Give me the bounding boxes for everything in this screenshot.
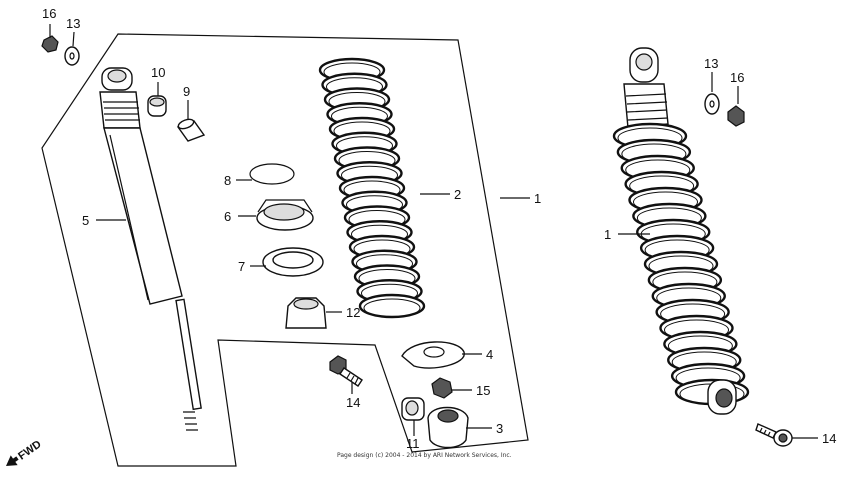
bolt-part-14-mid[interactable]	[329, 355, 363, 387]
assembled-shock-part-1[interactable]	[612, 47, 750, 415]
lower-clevis-part-3[interactable]	[427, 406, 469, 449]
callout-9: 9	[183, 84, 190, 99]
bushing-part-11[interactable]	[401, 397, 425, 421]
lower-seat-part-4[interactable]	[401, 341, 465, 369]
callout-3: 3	[496, 421, 503, 436]
spring-part-2[interactable]	[318, 57, 426, 319]
callout-1-right: 1	[604, 227, 611, 242]
spring-seat-part-6[interactable]	[256, 199, 314, 231]
callout-12: 12	[346, 305, 360, 320]
callout-2: 2	[454, 187, 461, 202]
callout-6: 6	[224, 209, 231, 224]
nut-part-16-right[interactable]	[727, 105, 745, 127]
callout-13-right: 13	[704, 56, 718, 71]
fwd-label: FWD	[16, 438, 43, 462]
bolt-part-14-right[interactable]	[755, 423, 793, 447]
callout-7: 7	[238, 259, 245, 274]
callout-13-left: 13	[66, 16, 80, 31]
bump-rubber-part-12[interactable]	[285, 297, 327, 329]
collar-part-9[interactable]	[176, 118, 206, 142]
callout-16-right: 16	[730, 70, 744, 85]
spring-seat-part-7[interactable]	[262, 247, 324, 277]
callout-1-left: 1	[534, 191, 541, 206]
callout-11: 11	[406, 436, 420, 451]
washer-part-13-left[interactable]	[64, 46, 80, 66]
callout-15: 15	[476, 383, 490, 398]
circlip-part-8[interactable]	[249, 163, 295, 185]
callout-14-right: 14	[822, 431, 836, 446]
callout-10: 10	[151, 65, 165, 80]
shock-body-part-5[interactable]	[99, 67, 202, 431]
callout-5: 5	[82, 213, 89, 228]
bushing-part-10[interactable]	[147, 95, 167, 117]
leader-lines	[49, 24, 818, 439]
callout-labels: 16 13 10 9 8 6 7 12 5 2 1 4 15 3 11 14 1…	[42, 6, 836, 451]
callout-14-mid: 14	[346, 395, 360, 410]
callout-4: 4	[486, 347, 493, 362]
fwd-arrow-icon	[6, 455, 19, 466]
assembly-outline	[41, 33, 529, 467]
callout-8: 8	[224, 173, 231, 188]
nut-part-15[interactable]	[431, 377, 453, 399]
fwd-arrow: FWD	[6, 438, 44, 466]
washer-part-13-right[interactable]	[704, 93, 720, 115]
nut-part-16-left[interactable]	[41, 35, 59, 53]
callout-16-left: 16	[42, 6, 56, 21]
copyright-text: Page design (c) 2004 - 2014 by ARI Netwo…	[337, 452, 512, 459]
